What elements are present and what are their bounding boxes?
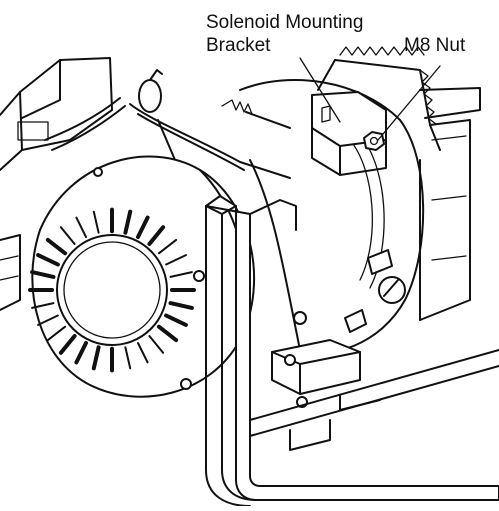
vent-slot	[164, 313, 188, 327]
engine-block	[0, 57, 126, 311]
vent-slot	[37, 314, 59, 326]
vent-slot	[147, 225, 166, 246]
solenoid-bracket-label-line1: Solenoid Mounting	[206, 12, 364, 33]
vent-slot	[30, 270, 56, 279]
vent-slot	[75, 216, 87, 238]
vent-slot	[168, 301, 194, 310]
vent-slot	[148, 335, 165, 354]
vent-slot	[46, 325, 67, 342]
vent-slot	[136, 215, 150, 239]
m8-nut-label: M8 Nut	[404, 35, 466, 56]
starter-vents	[28, 207, 196, 373]
vent-slot	[169, 271, 193, 278]
vent-slot	[31, 302, 55, 309]
vent-slot	[91, 345, 101, 371]
solenoid-bracket	[311, 91, 387, 176]
vent-slot	[156, 324, 179, 343]
recoil-starter	[28, 155, 256, 398]
vent-slot	[58, 334, 77, 355]
vent-slot	[157, 238, 178, 255]
m8-nut	[363, 131, 385, 151]
solenoid-bracket-label-line2: Bracket	[206, 35, 271, 56]
vent-slot	[124, 346, 132, 370]
vent-slot	[137, 342, 149, 364]
vent-slot	[59, 226, 76, 245]
vent-slot	[45, 237, 68, 256]
vent-slot	[92, 210, 100, 234]
vent-slot	[165, 254, 187, 266]
vent-slot	[74, 341, 88, 365]
cylinder-fins	[317, 46, 481, 321]
leader-lines	[299, 57, 441, 141]
alternator-body	[239, 79, 425, 354]
vent-slot	[36, 253, 60, 267]
mount-base	[249, 339, 499, 451]
vent-slot	[123, 209, 133, 235]
